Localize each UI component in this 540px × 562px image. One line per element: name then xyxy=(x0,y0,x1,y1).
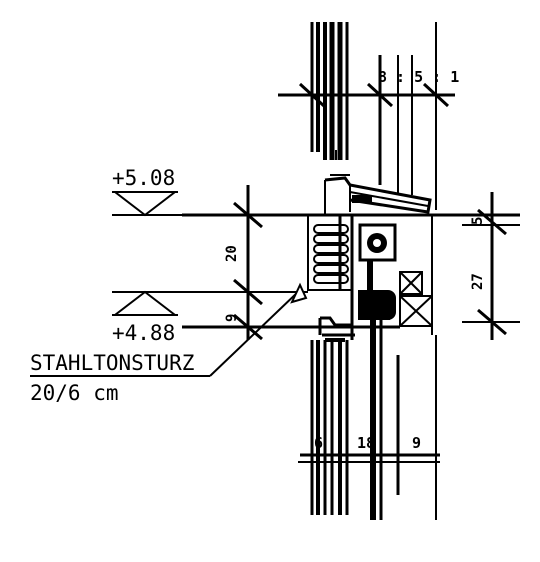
dim-right-large: 27 xyxy=(470,273,486,290)
right-vertical-dimension xyxy=(462,192,520,340)
roller-shutter xyxy=(307,214,354,340)
guide-rail xyxy=(358,290,396,320)
level-lower: +4.88 xyxy=(112,321,175,345)
sill-cover xyxy=(324,176,432,215)
dim-bottom-a: 6 xyxy=(314,434,323,452)
top-dimension-line xyxy=(278,82,455,108)
level-upper: +5.08 xyxy=(112,166,175,190)
lower-frame-outline xyxy=(318,316,355,342)
wall-layers xyxy=(310,22,437,520)
top-layer-ticks xyxy=(330,150,350,176)
callout-line1: STAHLTONSTURZ xyxy=(30,351,194,375)
level-marker-upper xyxy=(112,191,210,217)
callout-line2: 20/6 cm xyxy=(30,381,119,405)
left-vertical-dimension xyxy=(233,185,263,341)
shutter-roller xyxy=(358,223,397,300)
level-marker-lower xyxy=(112,290,210,316)
dim-bottom-b: 18 xyxy=(357,434,375,452)
window-frame-cross-boxes xyxy=(399,271,433,327)
dim-left-lintel: 20 xyxy=(224,245,240,262)
bottom-dimension-line xyxy=(298,453,440,463)
dim-right-small: 5 xyxy=(470,217,486,225)
callout-leader xyxy=(30,282,308,377)
dim-top-right: 8 : 5 : 1 xyxy=(378,68,459,86)
dim-left-lower: 9 xyxy=(224,314,240,322)
dim-bottom-c: 9 xyxy=(412,434,421,452)
